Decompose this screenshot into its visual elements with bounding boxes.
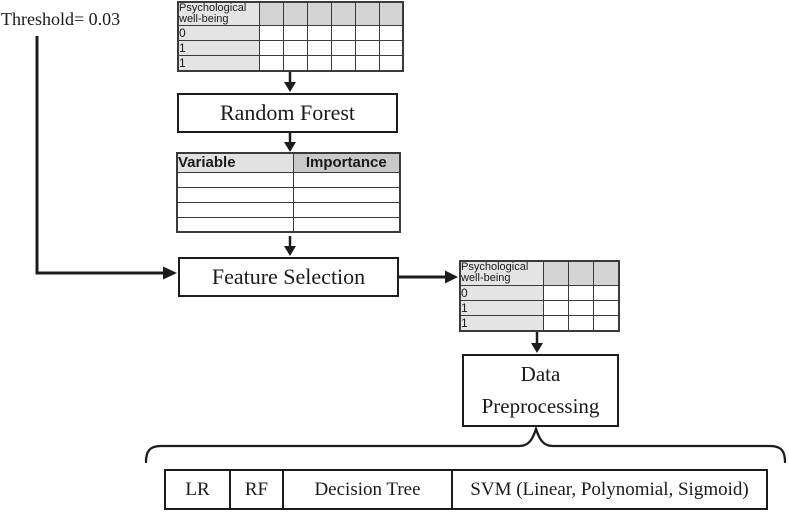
target-value-cell: 1 — [177, 55, 260, 72]
table-row — [176, 186, 401, 203]
arrow-feature-selection-to-selected-dataset — [399, 270, 458, 284]
target-value-cell: 1 — [177, 40, 260, 56]
arrow-threshold-to-feature-selection — [35, 36, 177, 280]
table-row: 0 — [459, 284, 620, 301]
target-value-cell: 0 — [459, 284, 544, 301]
feature-header-cell — [330, 1, 356, 26]
random-forest-box: Random Forest — [177, 93, 398, 133]
data-preprocessing-label: Data Preprocessing — [481, 362, 600, 418]
threshold-label: Threshold= 0.03 — [1, 9, 121, 29]
target-value-cell: 0 — [177, 25, 260, 41]
target-value-cell: 1 — [459, 314, 544, 331]
variable-header-cell: Variable — [176, 152, 294, 173]
table-row — [176, 171, 401, 188]
model-cell-rf: RF — [229, 471, 282, 508]
feature-selection-box: Feature Selection — [178, 257, 399, 297]
target-header-cell: Psychological well-being — [459, 260, 544, 286]
table-row: 0 — [177, 25, 404, 41]
data-preprocessing-box: Data Preprocessing — [462, 354, 619, 427]
feature-header-cell — [354, 1, 380, 26]
table-row: 1 — [177, 55, 404, 72]
feature-header-cell — [567, 260, 594, 286]
feature-header-cell — [282, 1, 308, 26]
random-forest-label: Random Forest — [219, 100, 356, 125]
table-row — [176, 201, 401, 218]
table-row — [176, 216, 401, 233]
importance-table: Variable Importance — [176, 152, 401, 233]
feature-header-cell — [542, 260, 569, 286]
grouping-brace — [144, 425, 787, 464]
table-row: 1 — [177, 40, 404, 56]
full-dataset-table: Psychological well-being 0 1 1 — [177, 1, 404, 72]
model-cell-decision-tree: Decision Tree — [282, 471, 451, 508]
target-header-cell: Psychological well-being — [177, 1, 260, 26]
table-header-row: Psychological well-being — [459, 260, 620, 286]
model-cell-svm: SVM (Linear, Polynomial, Sigmoid) — [451, 471, 766, 508]
table-row: 1 — [459, 314, 620, 331]
feature-header-cell — [378, 1, 404, 26]
model-cell-lr: LR — [185, 478, 210, 500]
target-value-cell: 1 — [459, 299, 544, 316]
models-row: LR RF Decision Tree SVM (Linear, Polynom… — [164, 469, 768, 510]
arrow-dataset-to-random-forest — [284, 71, 296, 92]
arrow-selected-dataset-to-preprocessing — [531, 331, 543, 353]
table-row: 1 — [459, 299, 620, 316]
selected-dataset-table: Psychological well-being 0 1 1 — [459, 260, 620, 332]
table-header-row: Variable Importance — [176, 152, 401, 173]
feature-header-cell — [592, 260, 620, 286]
arrow-importance-to-feature-selection — [284, 236, 296, 256]
feature-header-cell — [258, 1, 284, 26]
feature-header-cell — [306, 1, 332, 26]
arrow-random-forest-to-importance — [284, 133, 296, 152]
feature-selection-label: Feature Selection — [211, 264, 366, 289]
importance-header-cell: Importance — [292, 152, 401, 173]
table-header-row: Psychological well-being — [177, 1, 404, 26]
